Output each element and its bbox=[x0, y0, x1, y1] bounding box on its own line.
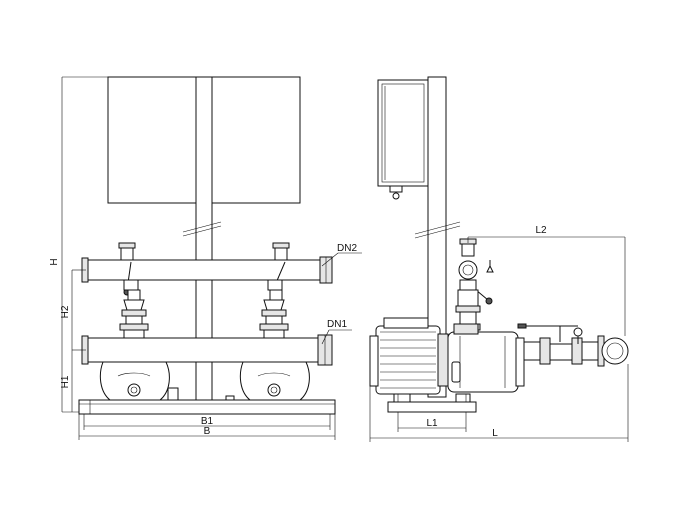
pump-left bbox=[99, 361, 179, 401]
valve-assembly-left bbox=[118, 242, 149, 339]
dim-label-l2: L2 bbox=[535, 225, 547, 236]
dim-label-h: H bbox=[49, 258, 60, 265]
dn1-label: DN1 bbox=[327, 319, 347, 330]
pump-body bbox=[447, 323, 525, 393]
dim-label-b1: B1 bbox=[201, 416, 214, 427]
break-mark bbox=[182, 221, 222, 233]
side-base bbox=[387, 393, 477, 413]
side-break-mark bbox=[414, 221, 461, 235]
valve-assembly-right bbox=[259, 242, 290, 339]
dim-label-h1: H1 bbox=[60, 375, 71, 388]
front-view: H H2 H1 DN2 DN1 B1 B bbox=[49, 76, 362, 440]
suction-port bbox=[601, 337, 629, 365]
base-frame bbox=[78, 399, 336, 415]
suction-valve-assembly bbox=[517, 323, 629, 367]
side-control-box bbox=[377, 79, 429, 187]
dim-label-l: L bbox=[492, 428, 498, 439]
dn2-label: DN2 bbox=[337, 243, 357, 254]
pump-right bbox=[225, 361, 310, 403]
dim-label-b: B bbox=[204, 426, 211, 437]
pump-motor bbox=[369, 317, 449, 395]
discharge-valve-stack bbox=[455, 238, 494, 331]
discharge-manifold bbox=[85, 259, 323, 281]
side-view: L2 L1 L bbox=[369, 76, 629, 442]
dim-label-h2: H2 bbox=[60, 305, 71, 318]
dim-label-l1: L1 bbox=[426, 418, 438, 429]
suction-manifold bbox=[85, 337, 323, 363]
side-column bbox=[427, 76, 447, 398]
